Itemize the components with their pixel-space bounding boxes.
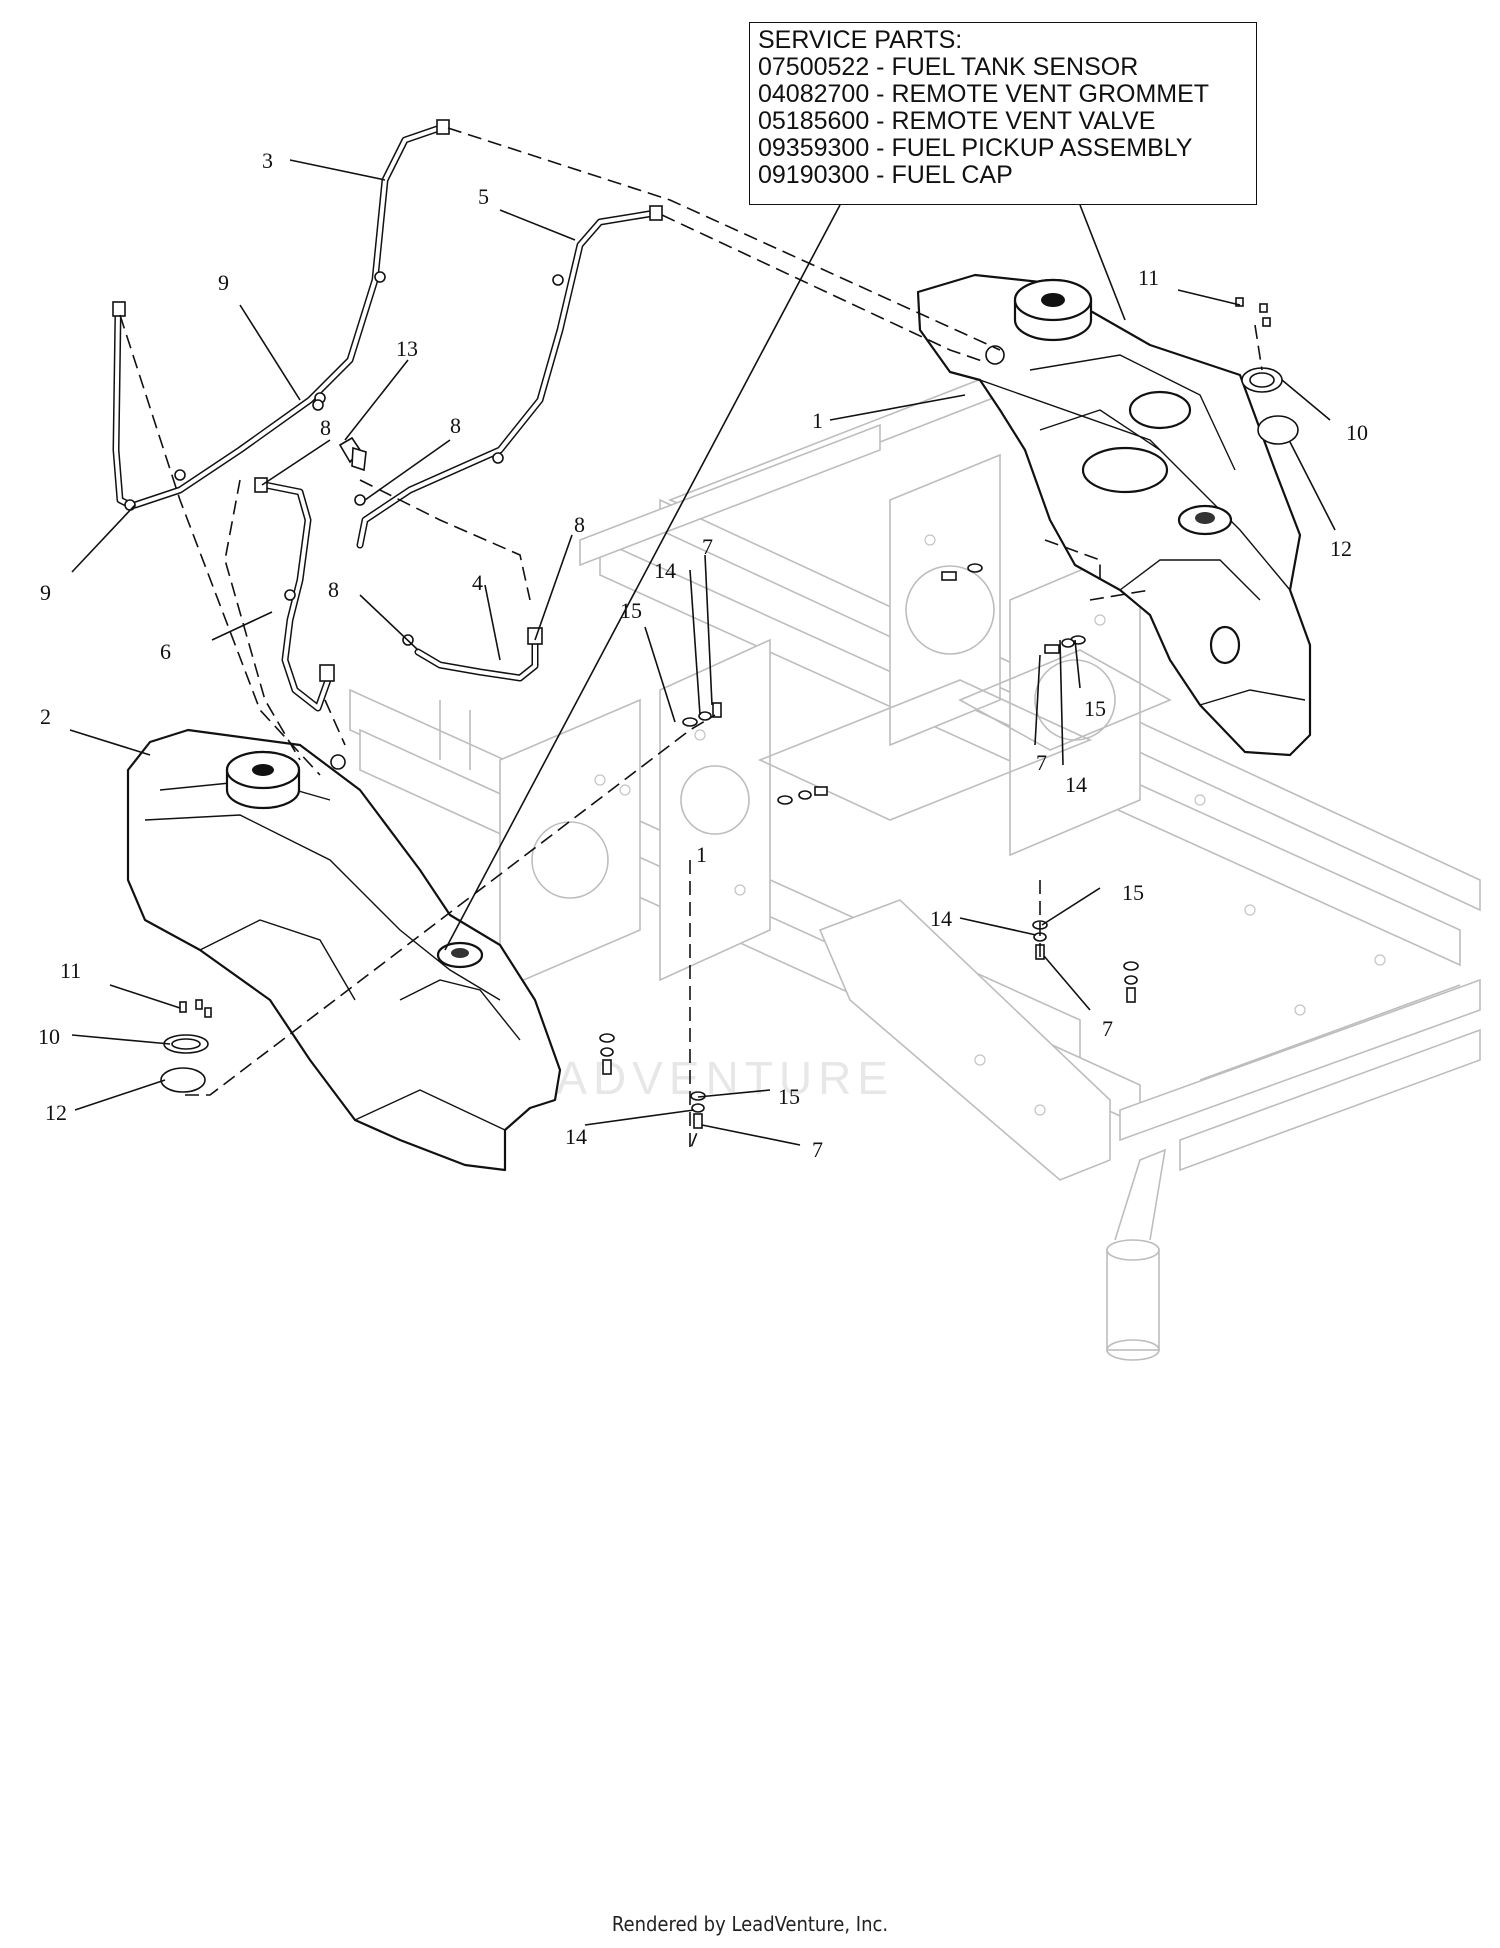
callout-8: 8 — [574, 512, 585, 537]
callout-15: 15 — [1084, 696, 1106, 721]
callout-8: 8 — [450, 413, 461, 438]
callouts: 1 1 2 3 4 5 6 7 7 7 7 8 8 8 8 9 9 10 10 … — [38, 148, 1368, 1162]
callout-15: 15 — [778, 1084, 800, 1109]
callout-15: 15 — [620, 598, 642, 623]
callout-14: 14 — [654, 558, 676, 583]
callout-2: 2 — [40, 704, 51, 729]
service-part-item: 05185600 - REMOTE VENT VALVE — [758, 107, 1156, 135]
service-part-item: 07500522 - FUEL TANK SENSOR — [758, 53, 1139, 81]
callout-1: 1 — [812, 408, 823, 433]
callout-13: 13 — [396, 336, 418, 361]
fuel-hoses — [112, 119, 663, 712]
callout-14: 14 — [930, 906, 952, 931]
callout-15: 15 — [1122, 880, 1144, 905]
callout-7: 7 — [1102, 1016, 1113, 1041]
assembly-lines — [119, 127, 1263, 1151]
callout-9: 9 — [40, 580, 51, 605]
service-part-item: 09190300 - FUEL CAP — [758, 161, 1013, 189]
callout-8: 8 — [328, 577, 339, 602]
callout-8: 8 — [320, 415, 331, 440]
leader-lines — [69, 159, 1336, 1146]
callout-7: 7 — [702, 534, 713, 559]
callout-12: 12 — [1330, 536, 1352, 561]
service-parts-title: SERVICE PARTS: — [758, 26, 963, 54]
callout-5: 5 — [478, 184, 489, 209]
callout-10: 10 — [1346, 420, 1368, 445]
callout-3: 3 — [262, 148, 273, 173]
service-part-item: 09359300 - FUEL PICKUP ASSEMBLY — [758, 134, 1193, 162]
callout-7: 7 — [1036, 750, 1047, 775]
left-fuel-tank — [126, 728, 562, 1172]
callout-12: 12 — [45, 1100, 67, 1125]
mower-frame — [349, 359, 1481, 1361]
footer-credit: Rendered by LeadVenture, Inc. — [611, 1912, 889, 1936]
service-parts-box: SERVICE PARTS: 07500522 - FUEL TANK SENS… — [749, 22, 1257, 205]
callout-7: 7 — [812, 1137, 823, 1162]
callout-9: 9 — [218, 270, 229, 295]
callout-6: 6 — [160, 639, 171, 664]
callout-4: 4 — [472, 570, 483, 595]
callout-1: 1 — [696, 842, 707, 867]
hardware — [160, 297, 1299, 1129]
callout-11: 11 — [60, 958, 81, 983]
callout-14: 14 — [1065, 772, 1087, 797]
callout-11: 11 — [1138, 265, 1159, 290]
service-part-item: 04082700 - REMOTE VENT GROMMET — [758, 80, 1210, 108]
right-fuel-tank — [916, 273, 1312, 757]
callout-10: 10 — [38, 1024, 60, 1049]
callout-14: 14 — [565, 1124, 587, 1149]
